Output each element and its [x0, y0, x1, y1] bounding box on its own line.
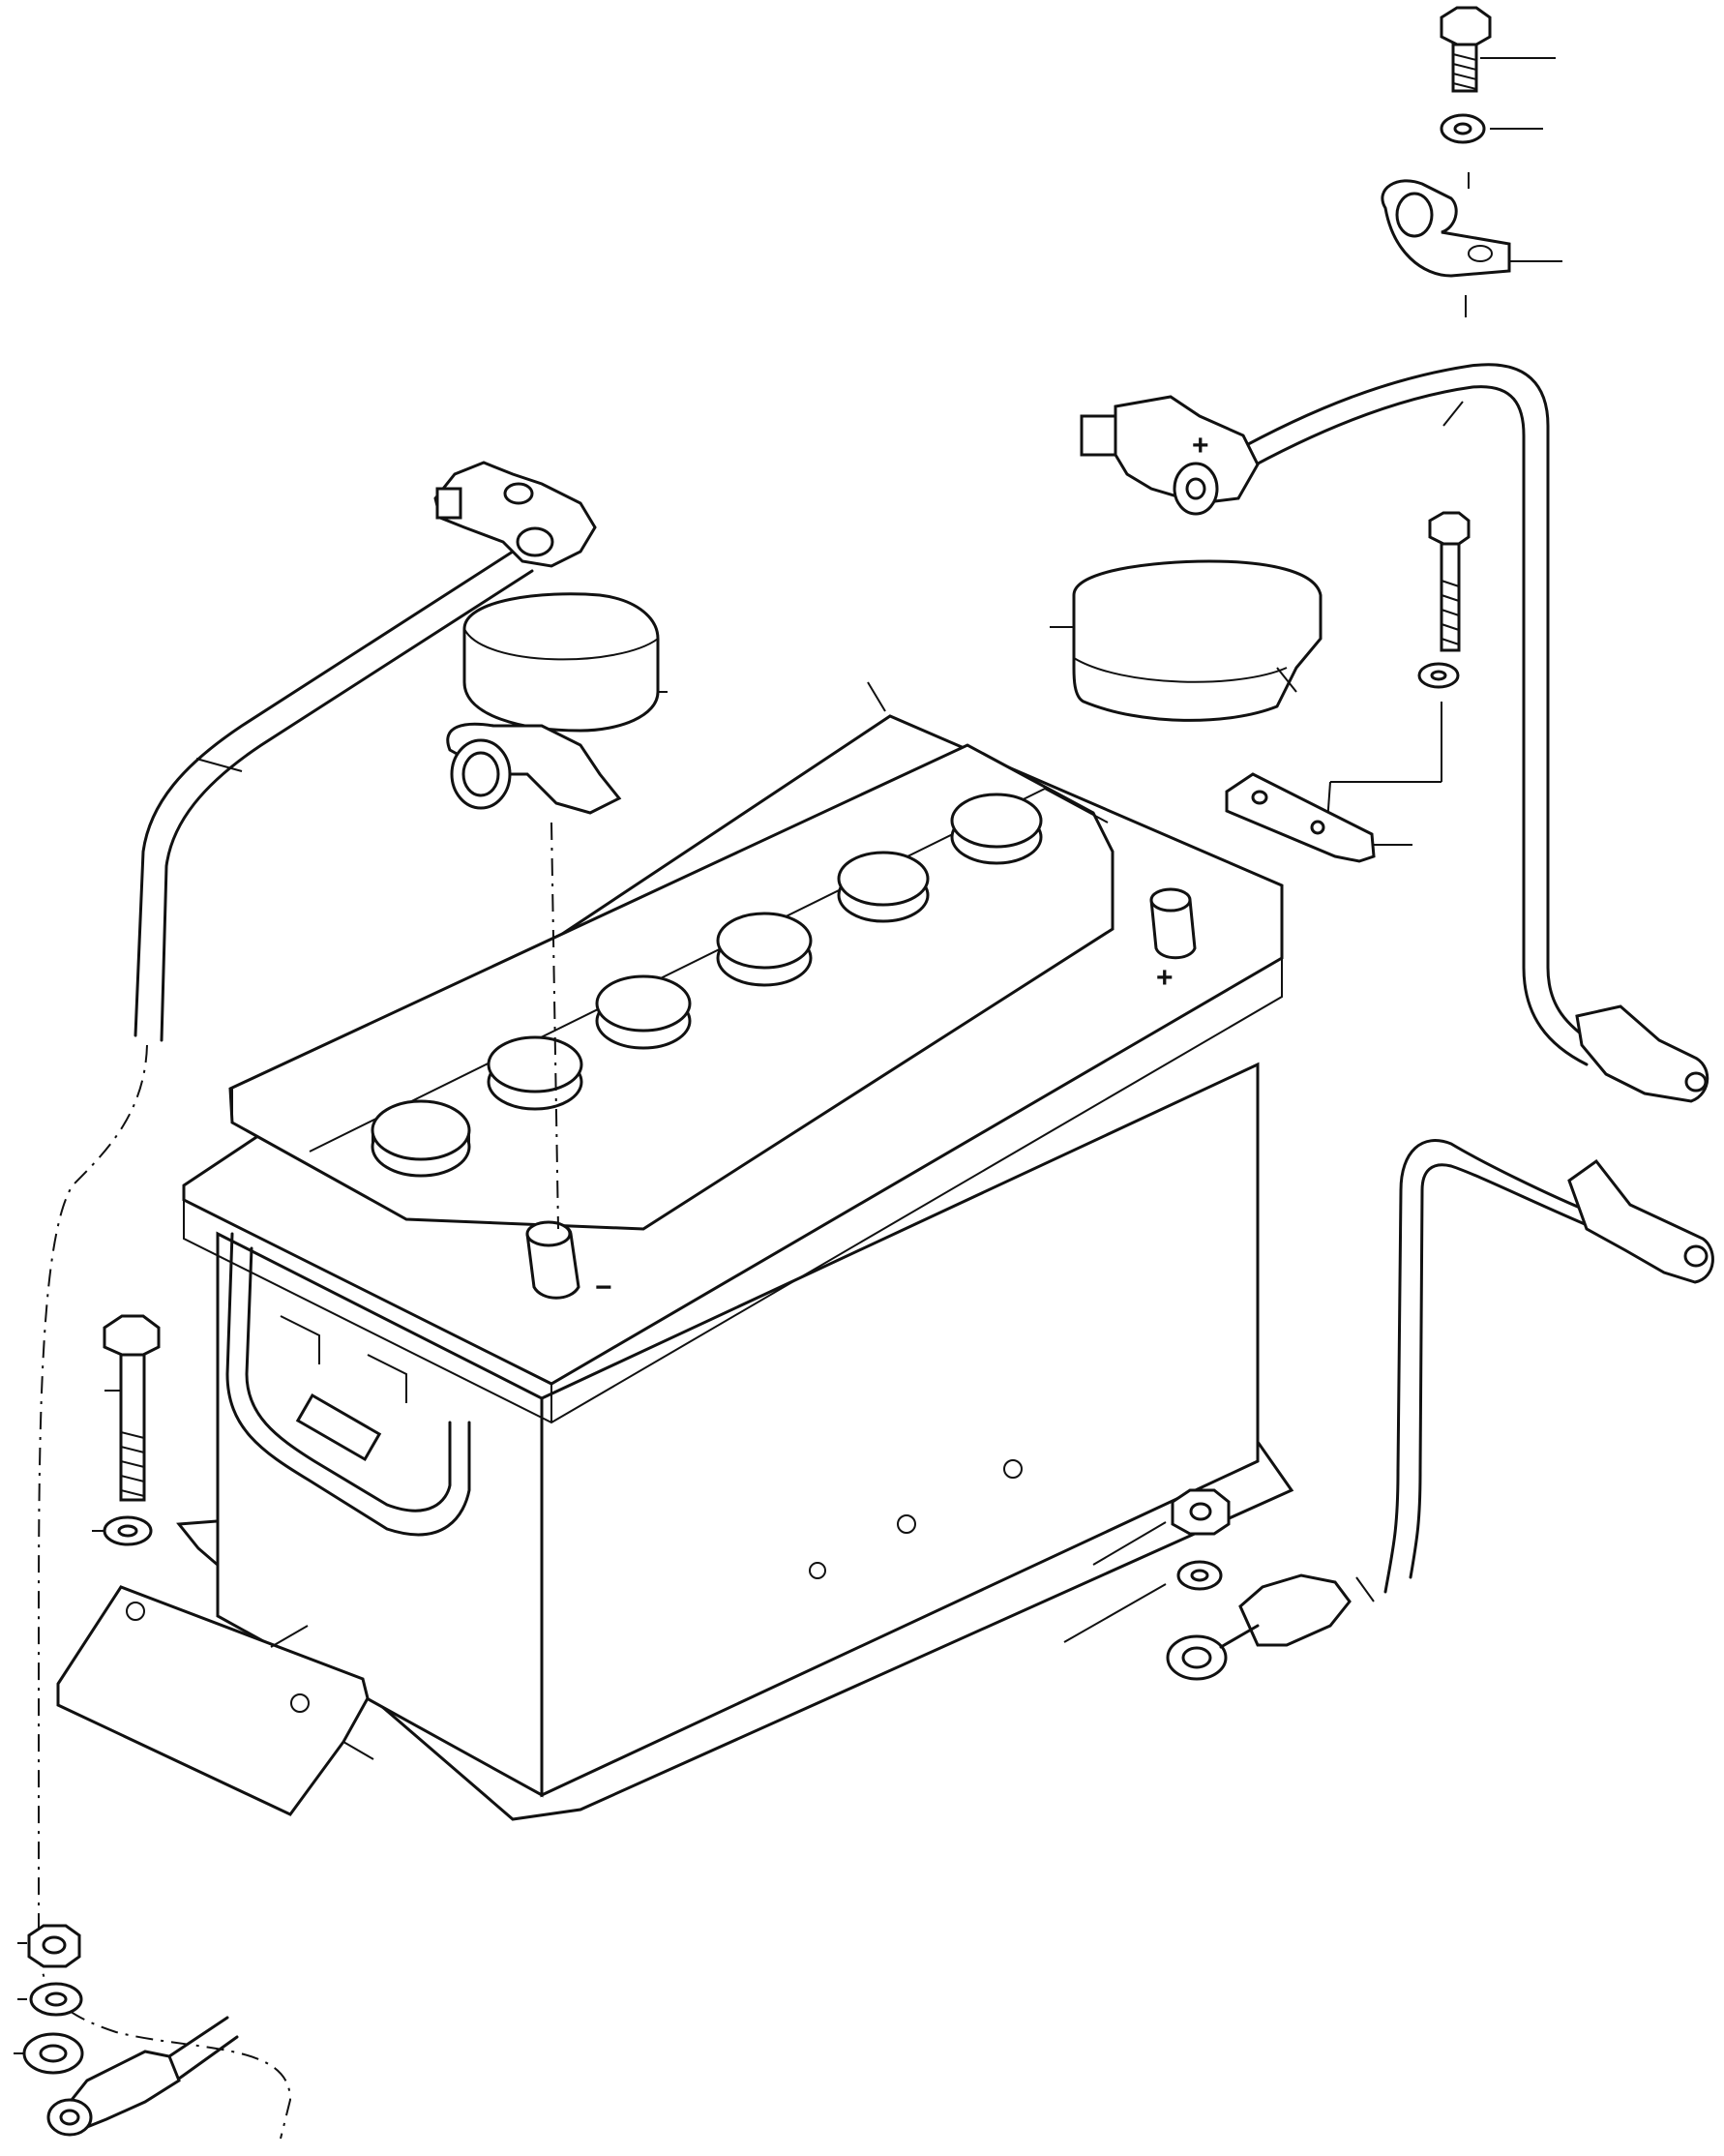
leader-line [1442, 401, 1464, 427]
cable-clamp [1381, 179, 1511, 278]
leader-line [270, 1625, 309, 1648]
hold-down-clamp [56, 1585, 370, 1816]
positive-cable [1227, 363, 1598, 1066]
negative-cable [38, 550, 534, 2140]
leader-line [1092, 1521, 1167, 1566]
vent-cap [950, 793, 1043, 865]
battery: − + [176, 714, 1294, 1821]
hold-down-washer [103, 1515, 153, 1546]
leader-line [342, 1741, 374, 1760]
ground-flat-washer-lower [22, 2032, 84, 2075]
positive-symbol: + [1156, 962, 1174, 994]
mounting-bracket [1225, 772, 1376, 863]
ground-nut [1171, 1488, 1231, 1536]
negative-post [525, 1220, 580, 1300]
leader-line [1355, 1576, 1375, 1602]
vent-cap [371, 1099, 471, 1178]
bracket-washer [1417, 662, 1460, 689]
ground-cable-end [46, 2016, 239, 2137]
ground-lock-washer-lower [29, 1982, 83, 2017]
negative-symbol: − [595, 1272, 612, 1303]
negative-terminal-cover [446, 592, 660, 815]
leader-line [195, 758, 243, 772]
hold-down-bolt [103, 1314, 161, 1502]
clamp-bolt [1440, 6, 1492, 93]
positive-symbol-clamp: + [1192, 430, 1209, 462]
positive-post [1149, 887, 1197, 960]
vent-cap [837, 851, 930, 923]
battery-handle [225, 1232, 471, 1537]
bracket-bolt [1428, 511, 1471, 652]
vent-cap [716, 912, 813, 987]
ground-lock-washer [1176, 1560, 1223, 1591]
ground-cable [1166, 1139, 1714, 1681]
clamp-washer [1440, 113, 1486, 144]
positive-cable-eyelet [1575, 1004, 1709, 1103]
ground-nut-lower [27, 1924, 81, 1968]
positive-terminal-cover [1072, 559, 1323, 722]
vent-cap [487, 1035, 583, 1111]
vent-cap [595, 974, 692, 1050]
leader-line [867, 681, 886, 712]
positive-terminal-clamp: + [1080, 395, 1260, 516]
negative-terminal-clamp [433, 461, 597, 568]
leader-line [1063, 1583, 1167, 1643]
